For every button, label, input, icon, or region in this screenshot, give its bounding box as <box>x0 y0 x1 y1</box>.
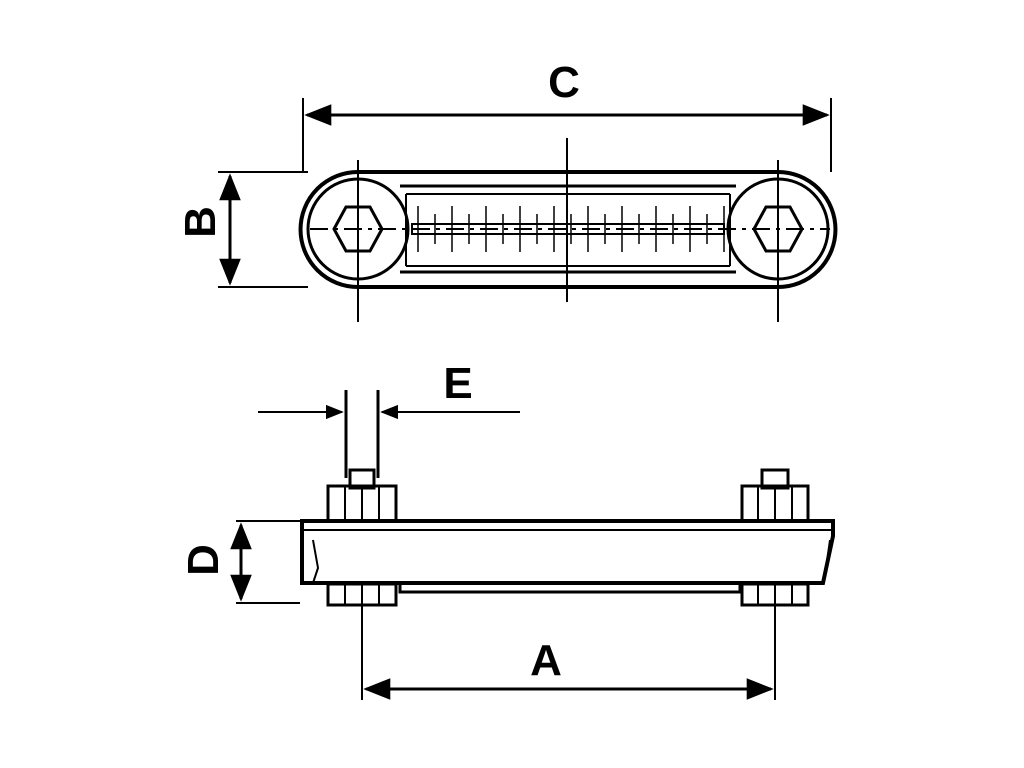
scale-ticks <box>417 206 725 252</box>
label-b: B <box>176 206 225 238</box>
left-bolt <box>326 468 398 607</box>
dimension-d: D <box>179 520 300 604</box>
dimension-e: E <box>258 359 520 478</box>
dimension-b: B <box>176 171 308 288</box>
dimension-c: C <box>302 58 832 172</box>
right-bolt <box>740 468 810 607</box>
top-view: C B <box>176 58 838 322</box>
label-a: A <box>530 636 562 685</box>
label-e: E <box>443 359 472 408</box>
dimension-a: A <box>361 605 776 700</box>
label-c: C <box>548 58 580 107</box>
scale-slot <box>411 223 725 235</box>
link-body-side <box>300 519 835 594</box>
center-lines <box>310 138 830 322</box>
label-d: D <box>179 544 228 576</box>
side-view: E D <box>179 359 835 700</box>
